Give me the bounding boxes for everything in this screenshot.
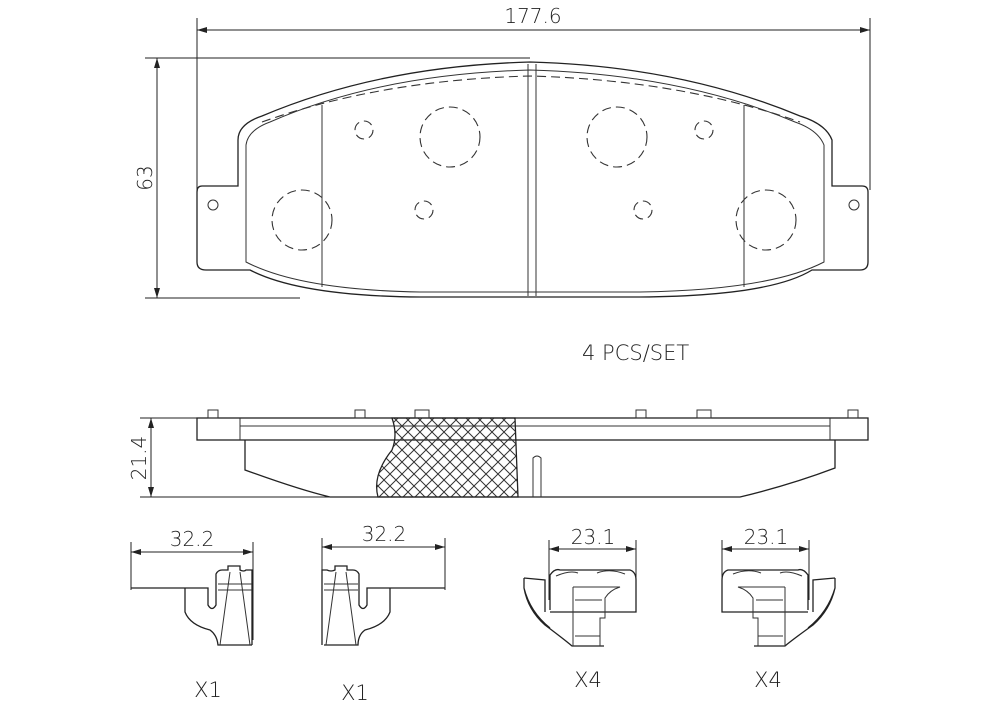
clip-4-width: 23.1 [744,525,789,549]
width-dim-label: 177.6 [504,4,561,28]
height-dim-label: 63 [133,165,157,190]
clip-2-width: 32.2 [362,522,407,546]
clip-1-width: 32.2 [170,527,215,551]
clip-2-qty: X1 [341,681,369,705]
height-dimension: 63 [133,57,530,299]
set-quantity-label: 4 PCS/SET [582,341,689,365]
abutment-clip-right: 32.2 X1 [321,522,446,705]
abutment-clip-left: 32.2 X1 [130,527,254,702]
pad-spring-clip-left: 23.1 X4 [523,525,637,692]
clip-1-qty: X1 [194,678,222,702]
clip-3-width: 23.1 [571,525,616,549]
width-dimension: 177.6 [196,4,871,190]
clip-3-qty: X4 [574,668,602,692]
pad-spring-clip-right: 23.1 X4 [721,525,836,692]
pad-top-view [196,61,869,298]
pad-side-view: 21.4 [127,409,869,498]
thickness-dim-label: 21.4 [127,436,151,481]
clip-4-qty: X4 [754,668,782,692]
